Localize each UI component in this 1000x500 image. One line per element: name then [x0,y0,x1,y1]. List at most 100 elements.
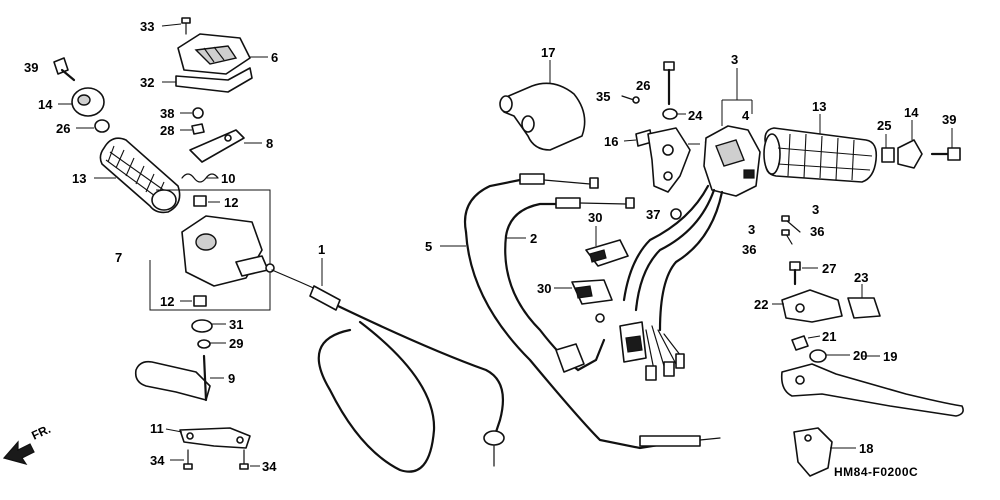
part-2-cable [504,197,635,373]
part-39-bolt-left [53,57,76,82]
callout-34-right: 34 [262,459,277,474]
part-14-bar-end-right [897,139,923,169]
diagram-code: HM84-F0200C [834,465,918,479]
part-32-gasket [175,67,253,93]
part-11-plate [179,427,251,449]
callout-8: 8 [266,136,273,151]
callout-30-lower: 30 [537,281,551,296]
part-38-nut [192,107,204,119]
callout-28: 28 [160,123,174,138]
part-27-bolt [789,261,801,286]
part-28-clip [191,123,205,135]
callout-26-center: 26 [636,78,650,93]
callout-3-right: 3 [812,202,819,217]
part-36-screw-lower [781,229,793,245]
callout-12-upper: 12 [224,195,238,210]
callout-36-right: 36 [810,224,824,239]
part-39-bolt-right [930,147,961,161]
callout-37: 37 [646,207,660,222]
part-14-bar-end-left [71,87,105,117]
callout-26-left: 26 [56,121,70,136]
part-9-throttle-lever [134,354,211,402]
part-6-housing-cover [177,33,251,75]
callout-25: 25 [877,118,891,133]
part-3-switch-housing [703,125,761,197]
part-18-bracket [793,427,833,477]
callout-16: 16 [604,134,618,149]
part-30-clamp-lower [571,279,613,305]
callout-39-right: 39 [942,112,956,127]
part-5-cable [463,173,721,450]
part-8-lever [189,129,245,163]
callout-9: 9 [228,371,235,386]
callout-14-right: 14 [904,105,919,120]
callout-32: 32 [140,75,154,90]
part-31-seal [191,319,213,333]
part-22-lever-bracket [781,289,843,323]
front-direction-arrow-icon [2,440,35,466]
callout-12-lower: 12 [160,294,174,309]
part-24-washer [662,108,678,120]
callout-20: 20 [853,348,867,363]
part-34-screw-right [239,449,249,470]
part-20-bushing [809,349,827,363]
leader-33 [161,23,182,27]
part-26-bolt-center [663,61,675,106]
callout-27: 27 [822,261,836,276]
callout-11: 11 [150,421,164,436]
leader-11 [165,428,183,433]
bracket-3-4 [721,68,753,126]
callout-7: 7 [115,250,122,265]
callout-17: 17 [541,45,555,60]
callout-1: 1 [318,242,325,257]
part-33-screw [181,17,191,35]
part-12-bushing-upper [193,195,207,207]
callout-18: 18 [859,441,873,456]
part-10-spring [181,173,219,183]
callout-2: 2 [530,231,537,246]
part-36-screw-upper [781,215,801,233]
leader-16 [623,139,637,142]
part-17-boot [499,82,586,151]
callout-24: 24 [688,108,703,123]
callout-13-left: 13 [72,171,86,186]
callout-38: 38 [160,106,174,121]
callout-22: 22 [754,297,768,312]
part-29-washer [197,339,211,349]
callout-39-left: 39 [24,60,38,75]
part-19-brake-lever [780,363,964,417]
part-30-clamp-upper [585,239,629,267]
callout-3-left: 3 [748,222,755,237]
callout-19: 19 [883,349,897,364]
part-wire-harness [619,184,724,381]
part-34-screw-left [183,449,193,470]
part-15-lever-holder [647,127,691,193]
callout-10: 10 [221,171,235,186]
callout-23: 23 [854,270,868,285]
callout-33: 33 [140,19,154,34]
callout-13-right: 13 [812,99,826,114]
part-7-throttle-housing [181,215,275,287]
callout-29: 29 [229,336,243,351]
callout-3-top: 3 [731,52,738,67]
callout-35: 35 [596,89,610,104]
part-13-grip-right [763,127,878,183]
callout-14-left: 14 [38,97,53,112]
leader-21 [807,335,821,339]
callout-36-left: 36 [742,242,756,257]
front-direction-label: FR. [29,422,52,443]
callout-31: 31 [229,317,243,332]
part-13-grip-left [99,137,181,214]
callout-34-left: 34 [150,453,165,468]
part-1-throttle-cable [271,269,505,473]
callout-4: 4 [742,108,750,123]
part-37-nut [670,208,682,220]
callout-21: 21 [822,329,836,344]
part-21-clip [791,335,809,351]
bracket-7 [149,189,271,311]
part-35-screw [621,95,640,104]
part-12-bushing-lower [193,295,207,307]
callout-5: 5 [425,239,432,254]
callout-30-upper: 30 [588,210,602,225]
